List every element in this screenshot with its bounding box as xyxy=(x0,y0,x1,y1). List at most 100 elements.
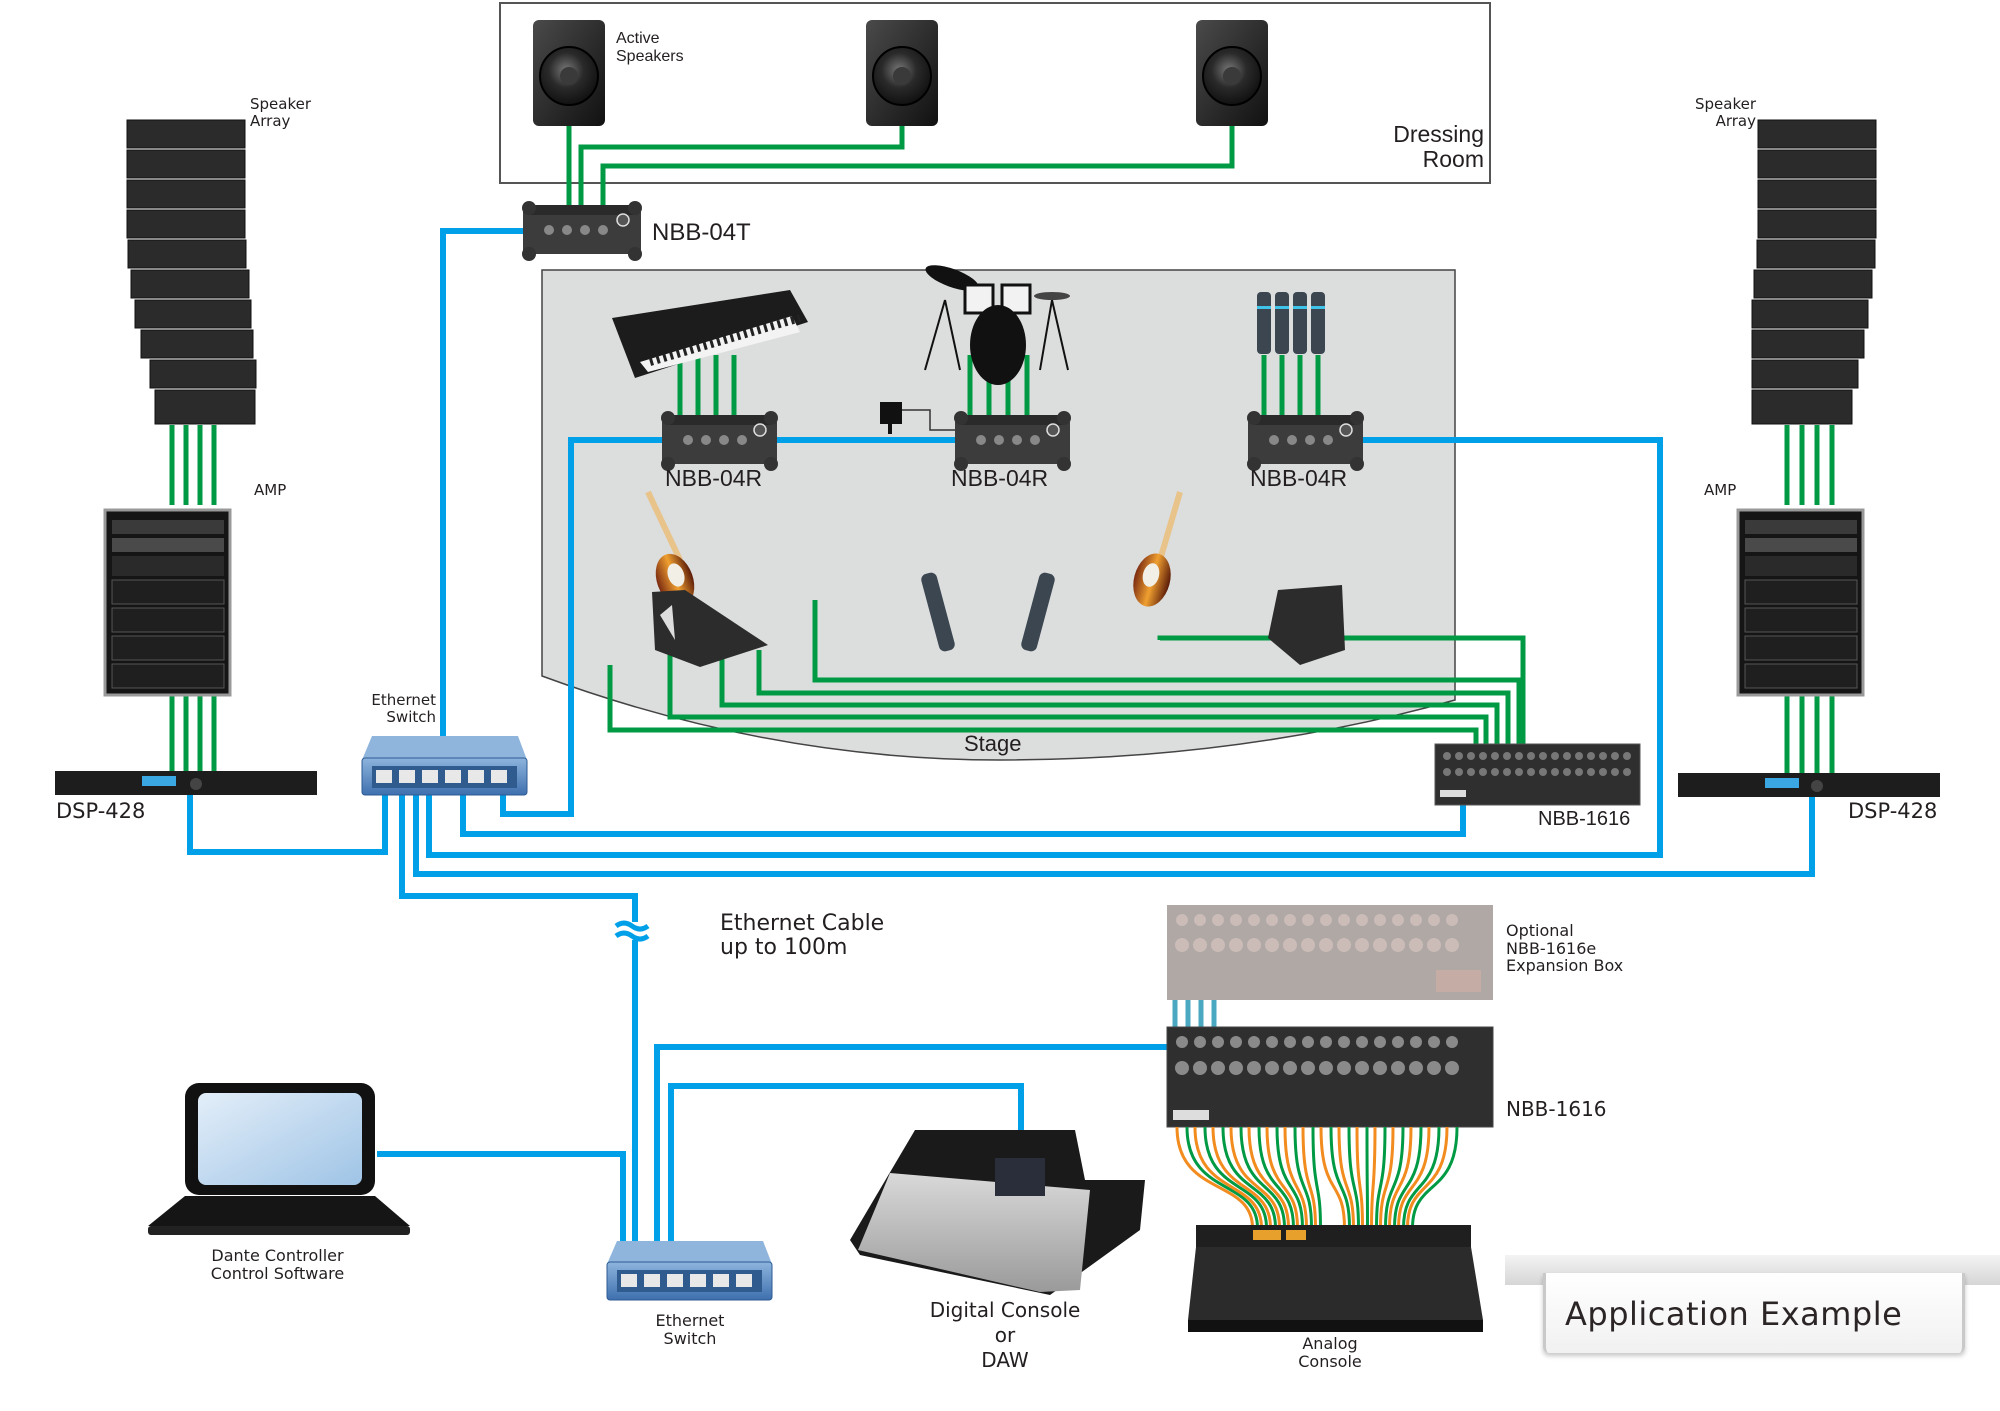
snake-cable-green xyxy=(1293,1126,1313,1229)
snake-cable-green xyxy=(1203,1126,1268,1229)
digital-console-icon xyxy=(850,1130,1145,1295)
snake-cable-orange xyxy=(1388,1126,1413,1229)
snake-cable-orange xyxy=(1229,1126,1281,1229)
nbb1616-foh-unit xyxy=(1166,1026,1494,1128)
cable-switch-to-nbb04t xyxy=(440,228,530,736)
dsp-unit-icon xyxy=(55,771,317,795)
snake-cable-orange xyxy=(1283,1126,1308,1229)
snake-cable-orange xyxy=(1247,1126,1290,1229)
dressing-room-area xyxy=(499,2,1491,184)
ethernet-switch-icon xyxy=(606,1241,773,1301)
snake-cable-green xyxy=(1365,1126,1369,1229)
dsp-right-label: DSP-428 xyxy=(1848,799,1938,823)
microphone-icon xyxy=(1275,292,1289,354)
stage-label: Stage xyxy=(964,731,1022,756)
ethernet-switch-top xyxy=(361,736,528,796)
dsp-unit-right xyxy=(1678,773,1940,797)
floor-monitor-icon xyxy=(1268,585,1345,665)
dsp-left-label: DSP-428 xyxy=(56,799,146,823)
analog-console-icon xyxy=(1188,1225,1483,1332)
stagebox-nbb04r-1 xyxy=(661,411,778,471)
amp-rack-left xyxy=(103,508,232,697)
dressing-room-label: Dressing Room xyxy=(1393,121,1484,173)
ethernet-switch-bottom-label: Ethernet Switch xyxy=(655,1311,725,1348)
snake-cable-green xyxy=(1275,1126,1304,1229)
cable-nbb04r-3-loop xyxy=(426,437,1663,858)
active-speakers-label: Active Speakers xyxy=(616,30,684,65)
active-speaker-icon xyxy=(533,20,605,126)
amp-left-label: AMP xyxy=(254,481,287,499)
line-array-left xyxy=(126,119,257,425)
line-array-icon xyxy=(1751,119,1877,425)
electric-guitar-icon xyxy=(1133,491,1183,607)
dsp-unit-icon xyxy=(1678,773,1940,797)
analog-console-label: Analog Console xyxy=(1298,1334,1362,1371)
cable-switch-to-nbb1616-stage xyxy=(460,795,1466,837)
laptop-label: Dante Controller Control Software xyxy=(210,1246,345,1283)
snake-cable-orange xyxy=(1265,1126,1299,1229)
snake-cable-green xyxy=(1221,1126,1277,1229)
cable-switch-to-digital-console xyxy=(668,1083,1024,1243)
snake-cable-orange xyxy=(1337,1126,1355,1229)
speaker-array-left-label: Speaker Array xyxy=(250,95,312,130)
nbb04r-1-label: NBB-04R xyxy=(665,465,763,491)
keyboard-icon xyxy=(612,290,808,378)
expansion-box-label: Optional NBB-1616e Expansion Box xyxy=(1506,921,1624,976)
snake-cable-green xyxy=(1411,1126,1459,1229)
snake-cable-orange xyxy=(1379,1126,1395,1229)
microphone-icon xyxy=(1021,572,1055,652)
speaker-array-right-label: Speaker Array xyxy=(1694,95,1756,130)
snake-cable-orange xyxy=(1193,1126,1263,1229)
snake-cable-orange xyxy=(1211,1126,1272,1229)
microphone-set-icon xyxy=(1257,292,1325,354)
snake-cable-green xyxy=(1402,1126,1441,1229)
amp-right-label: AMP xyxy=(1704,481,1737,499)
amp-rack-icon xyxy=(103,508,232,697)
ethernet-switch-top-label: Ethernet Switch xyxy=(371,691,436,726)
stagebox-nbb04r-2 xyxy=(954,411,1071,471)
dsp-unit-left xyxy=(55,771,317,795)
banner-title: Application Example xyxy=(1565,1295,1903,1333)
snake-cable-green xyxy=(1393,1126,1423,1229)
snake-cable-orange xyxy=(1406,1126,1449,1229)
nbb1616e-expansion-box xyxy=(1167,905,1493,1000)
nbb1616-foh-label: NBB-1616 xyxy=(1506,1097,1607,1121)
snake-cable-green xyxy=(1384,1126,1405,1229)
snake-cable-orange xyxy=(1319,1126,1346,1229)
microphone-icon xyxy=(1311,292,1325,354)
line-array-right xyxy=(1751,119,1877,425)
floor-monitor-icon xyxy=(652,590,768,667)
ethernet-switch-icon xyxy=(361,736,528,796)
snake-cable-green xyxy=(1329,1126,1351,1229)
cable-switch-to-nbb1616-foh xyxy=(654,1044,1170,1243)
snake-cable-orange xyxy=(1397,1126,1431,1229)
ethernet-cable-note: Ethernet Cable up to 100m xyxy=(720,911,885,961)
cable-switch-to-dsp-left xyxy=(187,795,388,855)
laptop-icon xyxy=(148,1083,410,1235)
digital-console-label: Digital Console or DAW xyxy=(929,1298,1081,1372)
nbb04r-3-label: NBB-04R xyxy=(1250,465,1348,491)
ethernet-switch-bottom xyxy=(606,1241,773,1301)
power-adapter-icon xyxy=(880,402,955,434)
nbb04r-2-label: NBB-04R xyxy=(951,465,1049,491)
amp-rack-right xyxy=(1736,508,1865,697)
snake-cable-green xyxy=(1185,1126,1259,1229)
nbb1616-stage-label: NBB-1616 xyxy=(1538,808,1631,830)
expansion-links xyxy=(1172,1000,1217,1027)
ethernet-cables xyxy=(187,228,1815,1243)
amp-rack-icon xyxy=(1736,508,1865,697)
snake-cable-orange xyxy=(1175,1126,1254,1229)
snake-cable-orange xyxy=(1355,1126,1364,1229)
analog-snake-cables xyxy=(1175,1126,1459,1229)
active-speakers xyxy=(533,20,1268,126)
line-array-icon xyxy=(126,119,257,425)
snake-cable-green xyxy=(1257,1126,1295,1229)
active-speaker-icon xyxy=(1196,20,1268,126)
microphone-icon xyxy=(1293,292,1307,354)
nbb1616-stage-unit xyxy=(1434,743,1641,806)
snake-cable-orange xyxy=(1301,1126,1317,1229)
snake-cable-green xyxy=(1311,1126,1322,1229)
cable-switch-to-dsp-right xyxy=(413,795,1815,877)
stagebox-nbb04t xyxy=(522,201,642,261)
application-example-banner: Application Example xyxy=(1505,1255,2000,1355)
